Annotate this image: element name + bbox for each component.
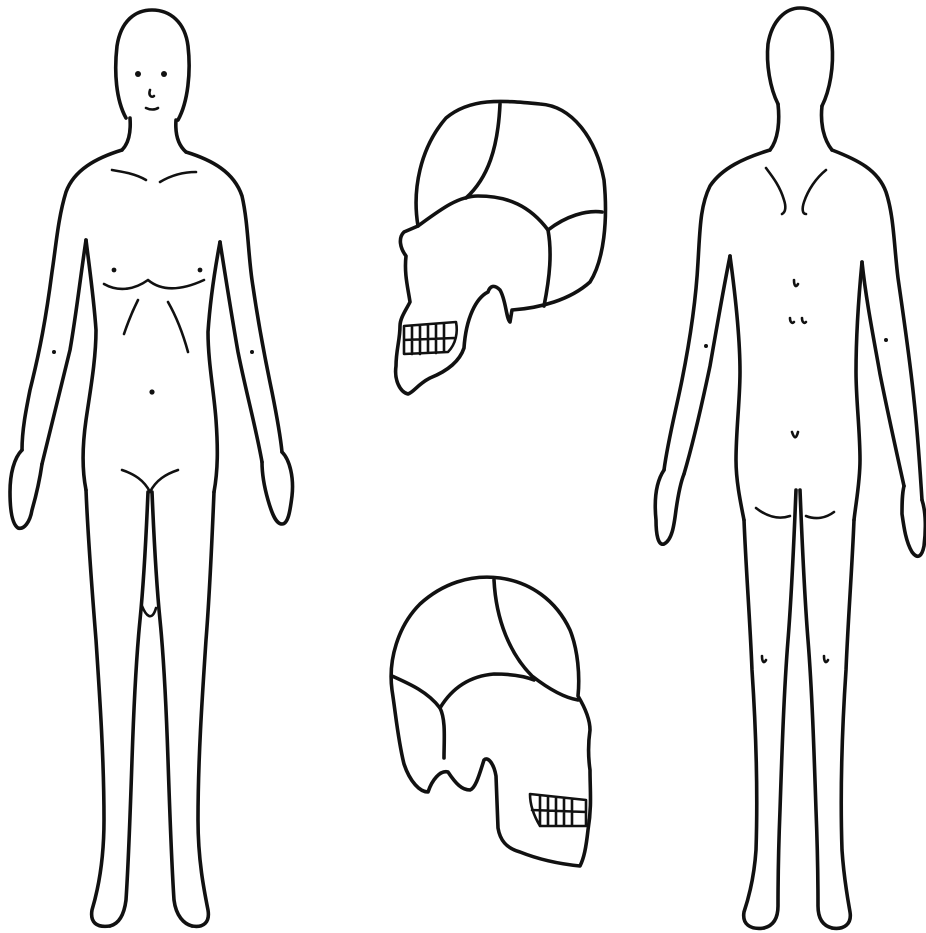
back-left-hand [655,470,684,544]
front-ribs-right [168,302,188,352]
back-left-leg-inner [764,490,796,928]
front-nipple-right [198,268,203,273]
back-head-outline [767,8,832,106]
front-nose [149,90,154,97]
skull-upper-parietal-line [418,196,550,306]
skull-upper-teeth [404,322,457,354]
front-neck [122,118,186,152]
back-right-leg-outer [832,520,854,928]
front-eye-right [161,71,167,77]
front-left-shoulder-arm-outer [22,150,122,450]
skull-lower-temporal-line [440,674,534,708]
back-spine-mark [794,280,798,286]
front-chest-line [104,280,204,289]
front-groin [122,470,178,492]
front-torso-left-side [83,240,96,490]
front-left-leg-inner [110,492,148,926]
front-navel [149,389,154,394]
front-nipple-left [112,268,117,273]
anterior-body-figure [10,10,293,926]
front-right-shoulder-arm-outer [186,152,282,452]
posterior-body-figure [655,8,925,928]
back-torso-right-side [854,262,862,520]
back-left-leg-outer [744,520,764,928]
back-gluteal-fold-right [806,512,834,518]
front-right-arm-inner [220,242,262,462]
front-mouth [146,108,158,110]
back-knee-marks [762,656,828,662]
front-left-hand [10,450,42,528]
skull-upper-coronal-suture [466,104,500,198]
back-neck [770,104,832,150]
back-elbow-left [704,344,708,348]
back-gluteal-fold-left [756,508,790,518]
skull-lower-teeth [530,794,586,826]
back-right-leg-inner [800,490,832,928]
back-scapula-right [803,170,826,214]
front-right-leg-inner [152,492,192,926]
skull-upper-lambdoid [548,212,602,230]
front-clavicle-right [160,172,196,182]
back-right-shoulder-arm-outer [832,150,922,500]
back-left-arm-inner [684,256,730,474]
back-scapula-left [766,168,785,214]
skull-right-lateral [391,577,590,866]
skull-lower-coronal-suture [494,580,578,700]
front-elbow-left [52,350,56,354]
skull-lower-outline [391,577,590,866]
front-right-leg-outer [192,492,214,926]
front-clavicle-left [112,170,146,180]
front-elbow-right [250,350,254,354]
front-knees [142,606,156,616]
back-elbow-right [884,338,888,342]
skull-left-lateral [396,101,606,394]
front-left-leg-outer [86,490,110,926]
back-sacral-mark [792,432,798,437]
back-right-arm-inner [862,262,904,486]
back-torso-left-side [730,256,744,520]
front-torso-right-side [208,242,220,492]
front-right-hand [262,452,293,524]
front-left-arm-inner [42,240,86,464]
back-left-shoulder-arm-outer [664,150,770,470]
front-eye-left [135,71,141,77]
front-head-outline [116,10,189,120]
front-ribs-left [124,300,138,334]
back-lumbar-dimples [790,318,806,323]
